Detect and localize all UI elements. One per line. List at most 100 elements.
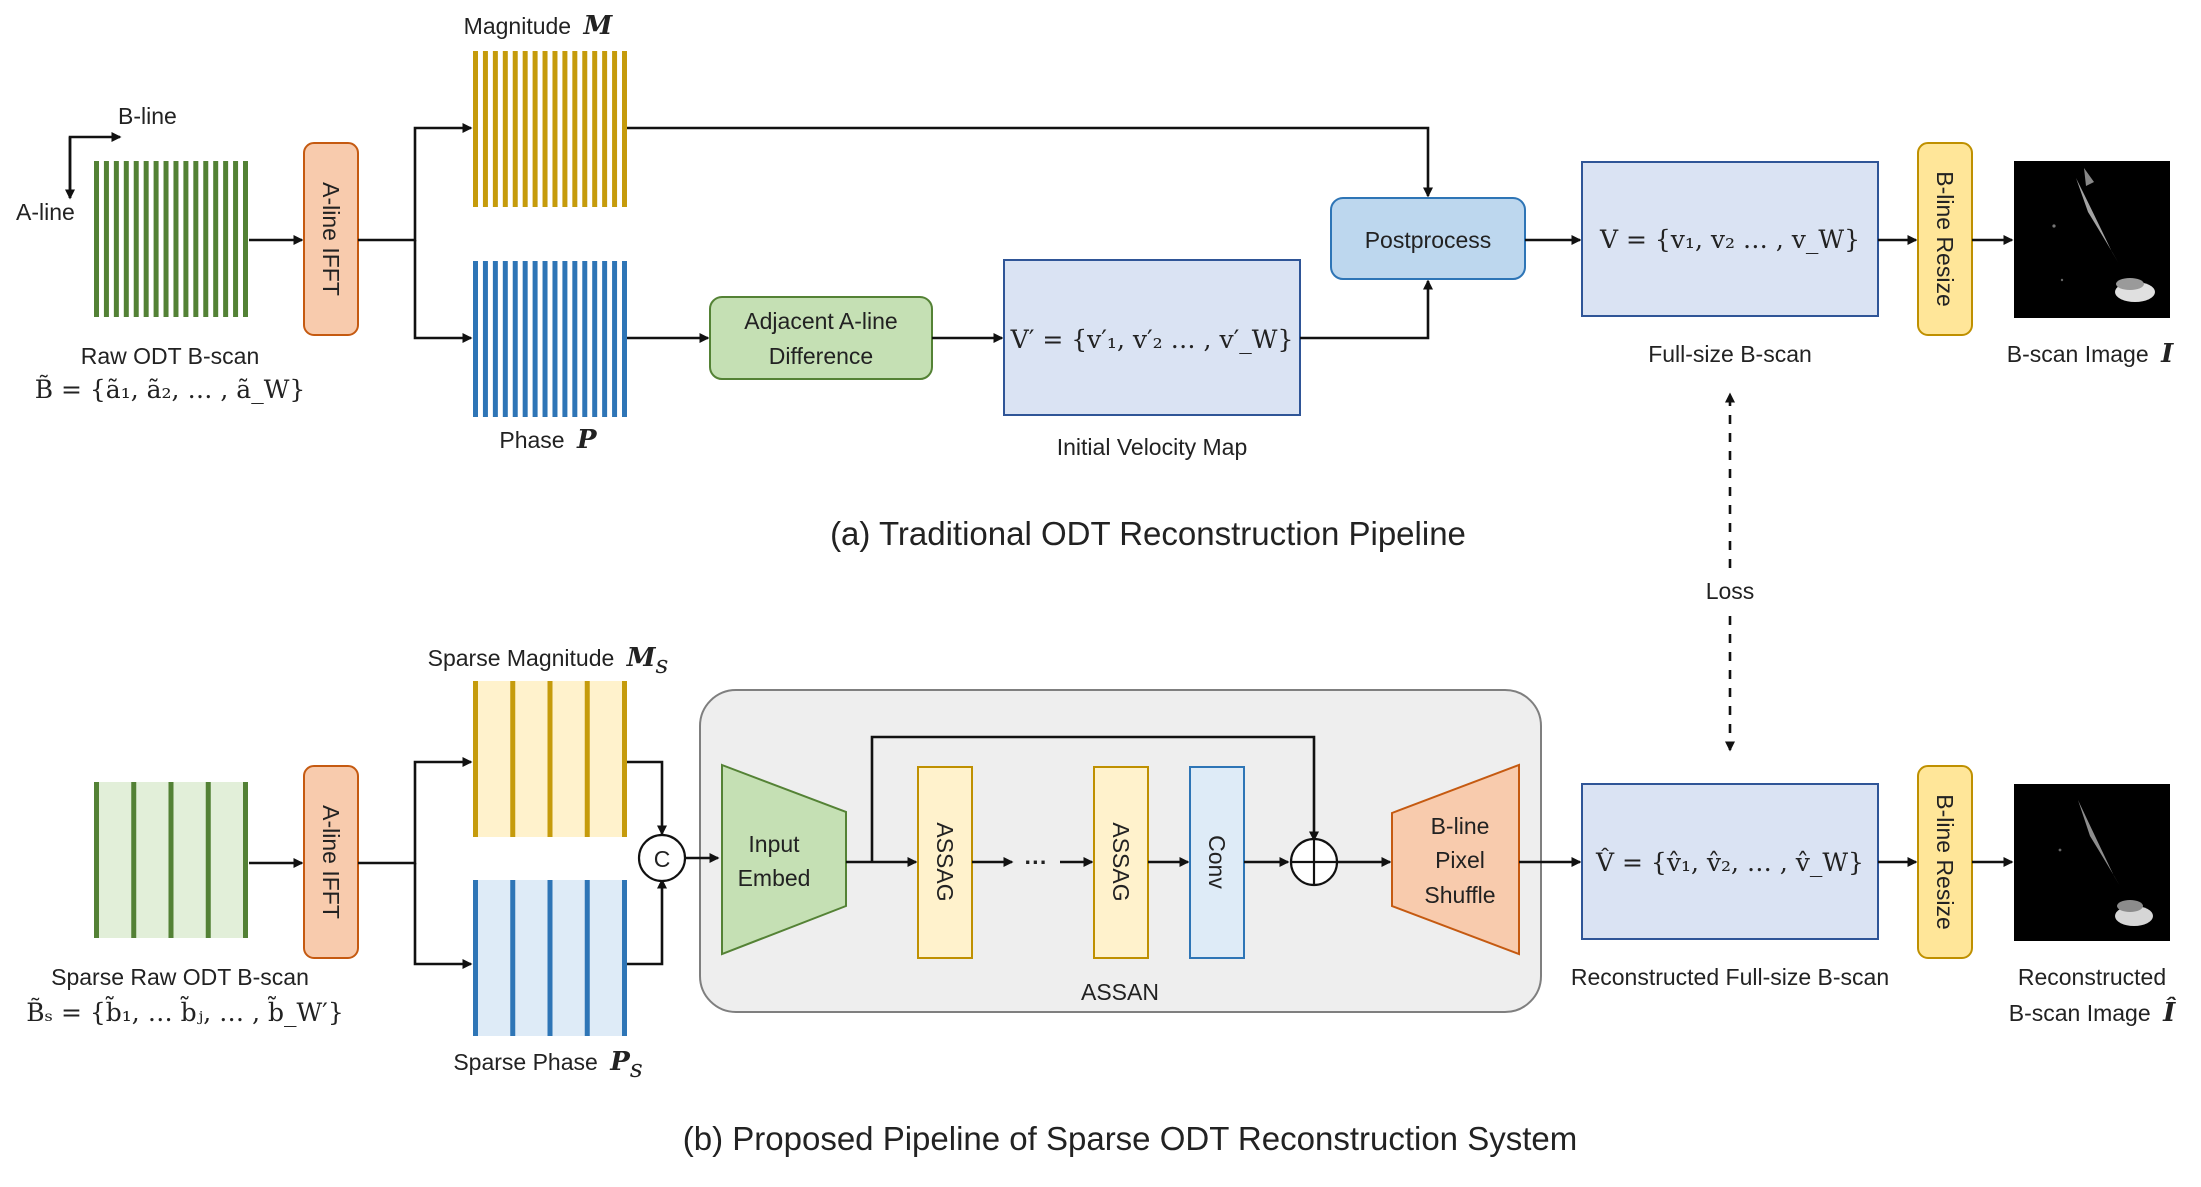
raw-bscan-line bbox=[163, 161, 169, 317]
axis-indicator: B-line A-line bbox=[16, 103, 177, 225]
raw-bscan-formula: B̃ = {ã₁, ã₂, … , ã_W} bbox=[35, 375, 306, 404]
phase-line bbox=[482, 261, 488, 417]
bscan-image-title-a: B-scan Image I bbox=[2007, 339, 2174, 369]
phase-line bbox=[562, 261, 568, 417]
sparse-magnitude-label: Sparse Magnitude bbox=[428, 645, 615, 671]
sparse-raw-bscan-line bbox=[243, 782, 248, 938]
arrow-velocity-to-postprocess bbox=[1300, 279, 1433, 340]
phase-line bbox=[612, 261, 618, 417]
bscan-image-label-a: B-scan Image bbox=[2007, 341, 2149, 367]
sparse-raw-bscan-line bbox=[94, 782, 99, 938]
sparse-phase-stripes bbox=[473, 880, 627, 1036]
b-line-axis-label: B-line bbox=[118, 103, 177, 129]
phase-line bbox=[582, 261, 588, 417]
sparse-phase-title: Sparse Phase Ps bbox=[453, 1047, 642, 1083]
recon-formula: V̂ = {v̂₁, v̂₂, … , v̂_W} bbox=[1595, 848, 1864, 877]
magnitude-label: Magnitude bbox=[464, 13, 571, 39]
raw-bscan-label: Raw ODT B-scan bbox=[81, 343, 260, 369]
raw-bscan-stripes bbox=[94, 161, 248, 317]
sparse-magnitude-stripes bbox=[473, 681, 627, 837]
magnitude-line bbox=[492, 51, 498, 207]
magnitude-line bbox=[592, 51, 598, 207]
initial-velocity-box bbox=[1003, 259, 1301, 416]
sparse-magnitude-title: Sparse Magnitude Ms bbox=[428, 643, 669, 679]
phase-symbol: P bbox=[576, 425, 598, 455]
sparse-magnitude-subscript: s bbox=[656, 650, 669, 679]
initial-velocity-label: Initial Velocity Map bbox=[1057, 434, 1247, 460]
sparse-raw-bscan-line bbox=[205, 782, 211, 938]
phase-line bbox=[552, 261, 558, 417]
magnitude-line bbox=[622, 51, 627, 207]
bscan-image-symbol-a: I bbox=[2160, 339, 2174, 369]
loss-label: Loss bbox=[1706, 578, 1755, 604]
magnitude-line bbox=[572, 51, 578, 207]
magnitude-line bbox=[542, 51, 548, 207]
assag-block-1 bbox=[917, 766, 973, 959]
sparse-phase-line bbox=[584, 880, 590, 1036]
caption-a: (a) Traditional ODT Reconstruction Pipel… bbox=[830, 515, 1466, 552]
phase-stripes bbox=[473, 261, 627, 417]
sparse-phase-symbol: P bbox=[609, 1047, 631, 1077]
sparse-magnitude-line bbox=[473, 681, 478, 837]
a-line-axis-label: A-line bbox=[16, 199, 75, 225]
phase-line bbox=[492, 261, 498, 417]
conv-label: Conv bbox=[1204, 835, 1230, 889]
bscan-image-a bbox=[2014, 161, 2170, 318]
skip-connection bbox=[870, 735, 1319, 862]
arrow-magnitude-to-postprocess bbox=[627, 126, 1433, 198]
pixel-shuffle-line1: B-line bbox=[1431, 813, 1490, 839]
phase-line bbox=[512, 261, 518, 417]
sparse-phase-line bbox=[547, 880, 553, 1036]
input-embed-block bbox=[721, 763, 847, 956]
conv-block bbox=[1189, 766, 1245, 959]
sparse-magnitude-line bbox=[510, 681, 516, 837]
bscan-image-b bbox=[2014, 784, 2170, 941]
arrow-ifft-to-magnitude bbox=[358, 123, 473, 242]
postprocess-label: Postprocess bbox=[1365, 227, 1492, 253]
phase-line bbox=[592, 261, 598, 417]
raw-bscan-line bbox=[193, 161, 199, 317]
raw-bscan-line bbox=[203, 161, 209, 317]
raw-bscan-line bbox=[113, 161, 119, 317]
pixel-shuffle-line2: Pixel bbox=[1435, 847, 1485, 873]
magnitude-line bbox=[473, 51, 478, 207]
magnitude-line bbox=[612, 51, 618, 207]
phase-title: Phase P bbox=[499, 425, 598, 455]
magnitude-line bbox=[522, 51, 528, 207]
raw-bscan-line bbox=[233, 161, 239, 317]
raw-bscan-line bbox=[223, 161, 229, 317]
raw-bscan-line bbox=[173, 161, 179, 317]
magnitude-line bbox=[552, 51, 558, 207]
sparse-raw-bscan-label: Sparse Raw ODT B-scan bbox=[51, 964, 309, 990]
raw-bscan-line bbox=[243, 161, 248, 317]
magnitude-line bbox=[482, 51, 488, 207]
adjacent-diff-line1: Adjacent A-line bbox=[744, 308, 897, 334]
phase-line bbox=[542, 261, 548, 417]
raw-bscan-line bbox=[123, 161, 129, 317]
assan-label: ASSAN bbox=[1081, 979, 1159, 1005]
sparse-magnitude-line bbox=[584, 681, 590, 837]
recon-image-label-line1: Reconstructed bbox=[2018, 964, 2166, 990]
magnitude-line bbox=[532, 51, 538, 207]
phase-line bbox=[502, 261, 508, 417]
initial-velocity-formula: V′ = {v′₁, v′₂ … , v′_W} bbox=[1010, 325, 1294, 354]
arrow-ifft-to-sparse-phase bbox=[413, 863, 473, 969]
magnitude-line bbox=[512, 51, 518, 207]
sparse-raw-bscan-line bbox=[168, 782, 174, 938]
assag-label-1: ASSAG bbox=[932, 822, 958, 901]
ellipsis-dots: ··· bbox=[1025, 849, 1048, 875]
magnitude-line bbox=[602, 51, 608, 207]
phase-line bbox=[532, 261, 538, 417]
sparse-magnitude-symbol: M bbox=[626, 643, 657, 673]
fullsize-label: Full-size B-scan bbox=[1648, 341, 1812, 367]
arrow-magnitude-to-concat bbox=[627, 760, 667, 836]
adjacent-diff-line2: Difference bbox=[769, 343, 873, 369]
phase-line bbox=[522, 261, 528, 417]
magnitude-line bbox=[582, 51, 588, 207]
recon-image-symbol: Î bbox=[2162, 996, 2176, 1028]
add-node bbox=[1289, 837, 1339, 887]
arrow-ifft-to-sparse-magnitude bbox=[358, 757, 473, 865]
raw-bscan-line bbox=[183, 161, 189, 317]
magnitude-title: Magnitude M bbox=[464, 11, 614, 41]
resize-label-a: B-line Resize bbox=[1932, 171, 1958, 307]
